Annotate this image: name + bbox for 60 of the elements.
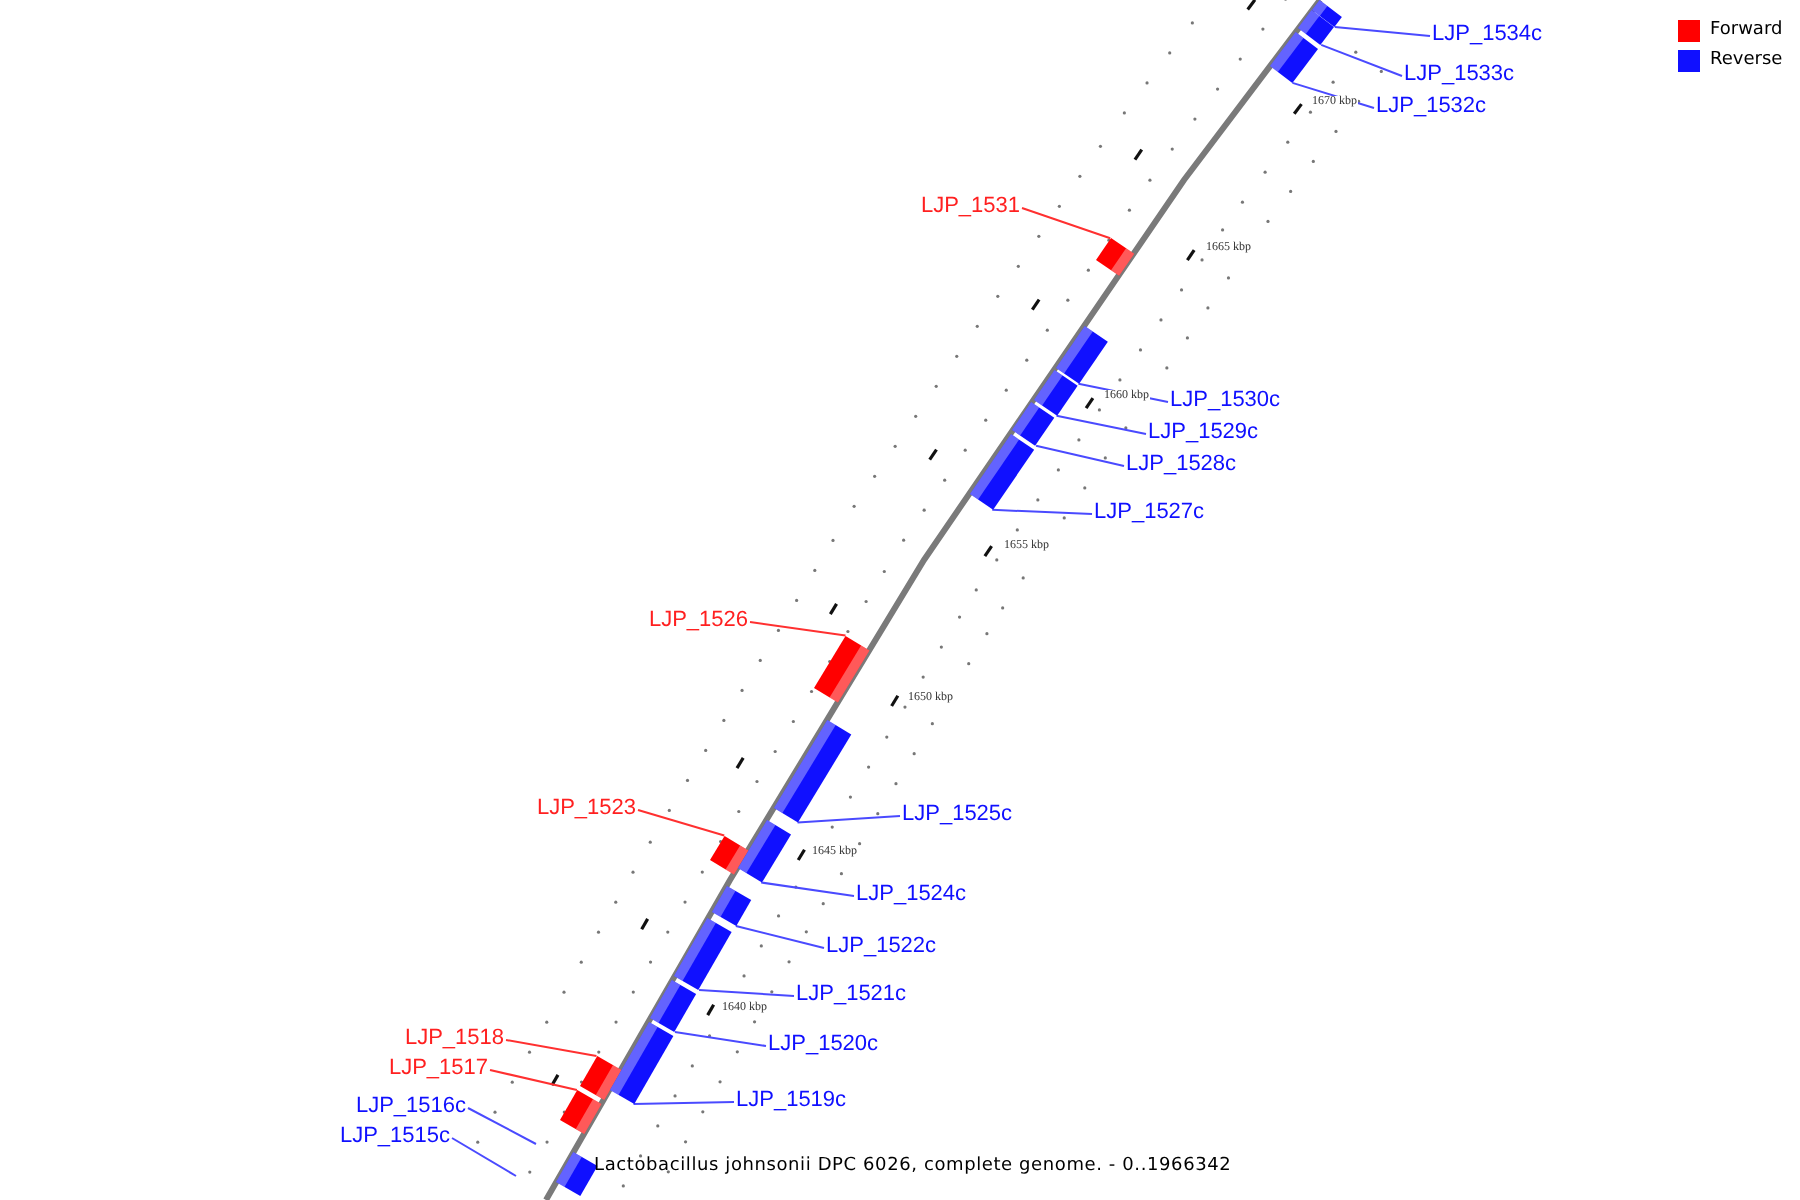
gene-block (1055, 326, 1108, 384)
gene-label: LJP_1531 (920, 194, 1020, 218)
gene-block (711, 886, 751, 926)
gene-label: LJP_1520c (768, 1032, 879, 1056)
gene-label: LJP_1534c (1432, 22, 1543, 46)
leader-line (1333, 25, 1431, 37)
gene-label: LJP_1515c (339, 1124, 450, 1148)
leader-line (489, 1069, 578, 1092)
leader-line (749, 621, 847, 637)
gene-label: LJP_1526 (648, 608, 748, 632)
leader-line (632, 1101, 735, 1105)
gene-block (1312, 0, 1343, 27)
gene-label: LJP_1529c (1148, 420, 1259, 444)
leader-line (796, 815, 901, 824)
caption: Lactobacillus johnsonii DPC 6026, complete genome. - 0..1966342 (594, 1156, 1232, 1178)
gene-block (813, 635, 870, 702)
gene-block (579, 1056, 621, 1100)
leader-line (1021, 207, 1112, 240)
gene-label: LJP_1528c (1126, 452, 1237, 476)
leader-line (991, 508, 1093, 515)
gene-block (1033, 370, 1078, 416)
leader-line (1320, 43, 1403, 77)
legend-label: Forward (1710, 20, 1783, 42)
gene-label: LJP_1524c (856, 882, 967, 906)
gene-label: LJP_1519c (736, 1088, 847, 1112)
leader-line (1055, 414, 1147, 435)
gene-label: LJP_1530c (1170, 388, 1281, 412)
gene-block (737, 820, 791, 883)
leader-line (734, 924, 825, 949)
leader-line (467, 1107, 537, 1145)
gene-label: LJP_1533c (1404, 62, 1515, 86)
leader-line (505, 1039, 598, 1058)
gene-label: LJP_1523 (536, 796, 636, 820)
leader-line (698, 988, 795, 997)
gene-block (674, 918, 733, 990)
gene-label: LJP_1522c (826, 934, 937, 958)
leader-line (637, 809, 726, 837)
gene-block (609, 1022, 673, 1104)
gene-block (1298, 10, 1335, 45)
leader-line (451, 1137, 517, 1177)
gene-label: LJP_1517 (388, 1056, 488, 1080)
legend-label: Reverse (1710, 50, 1783, 72)
gene-block (650, 980, 697, 1032)
gene-label: LJP_1527c (1094, 500, 1205, 524)
gene-block (559, 1090, 602, 1134)
gene-block (1270, 32, 1319, 83)
gene-label: LJP_1525c (902, 802, 1013, 826)
leader-line (673, 1030, 767, 1047)
gene-block (969, 434, 1034, 510)
gene-label: LJP_1516c (355, 1094, 466, 1118)
leader-line (1035, 444, 1125, 467)
gene-block (773, 720, 851, 823)
gene-label: LJP_1532c (1376, 94, 1487, 118)
gene-block (1095, 238, 1134, 276)
gene-block (1012, 402, 1056, 446)
leader-line (760, 881, 855, 897)
gene-block (556, 1152, 598, 1196)
gene-label: LJP_1518 (404, 1026, 504, 1050)
gene-label: LJP_1521c (796, 982, 907, 1006)
gene-block (709, 835, 749, 874)
